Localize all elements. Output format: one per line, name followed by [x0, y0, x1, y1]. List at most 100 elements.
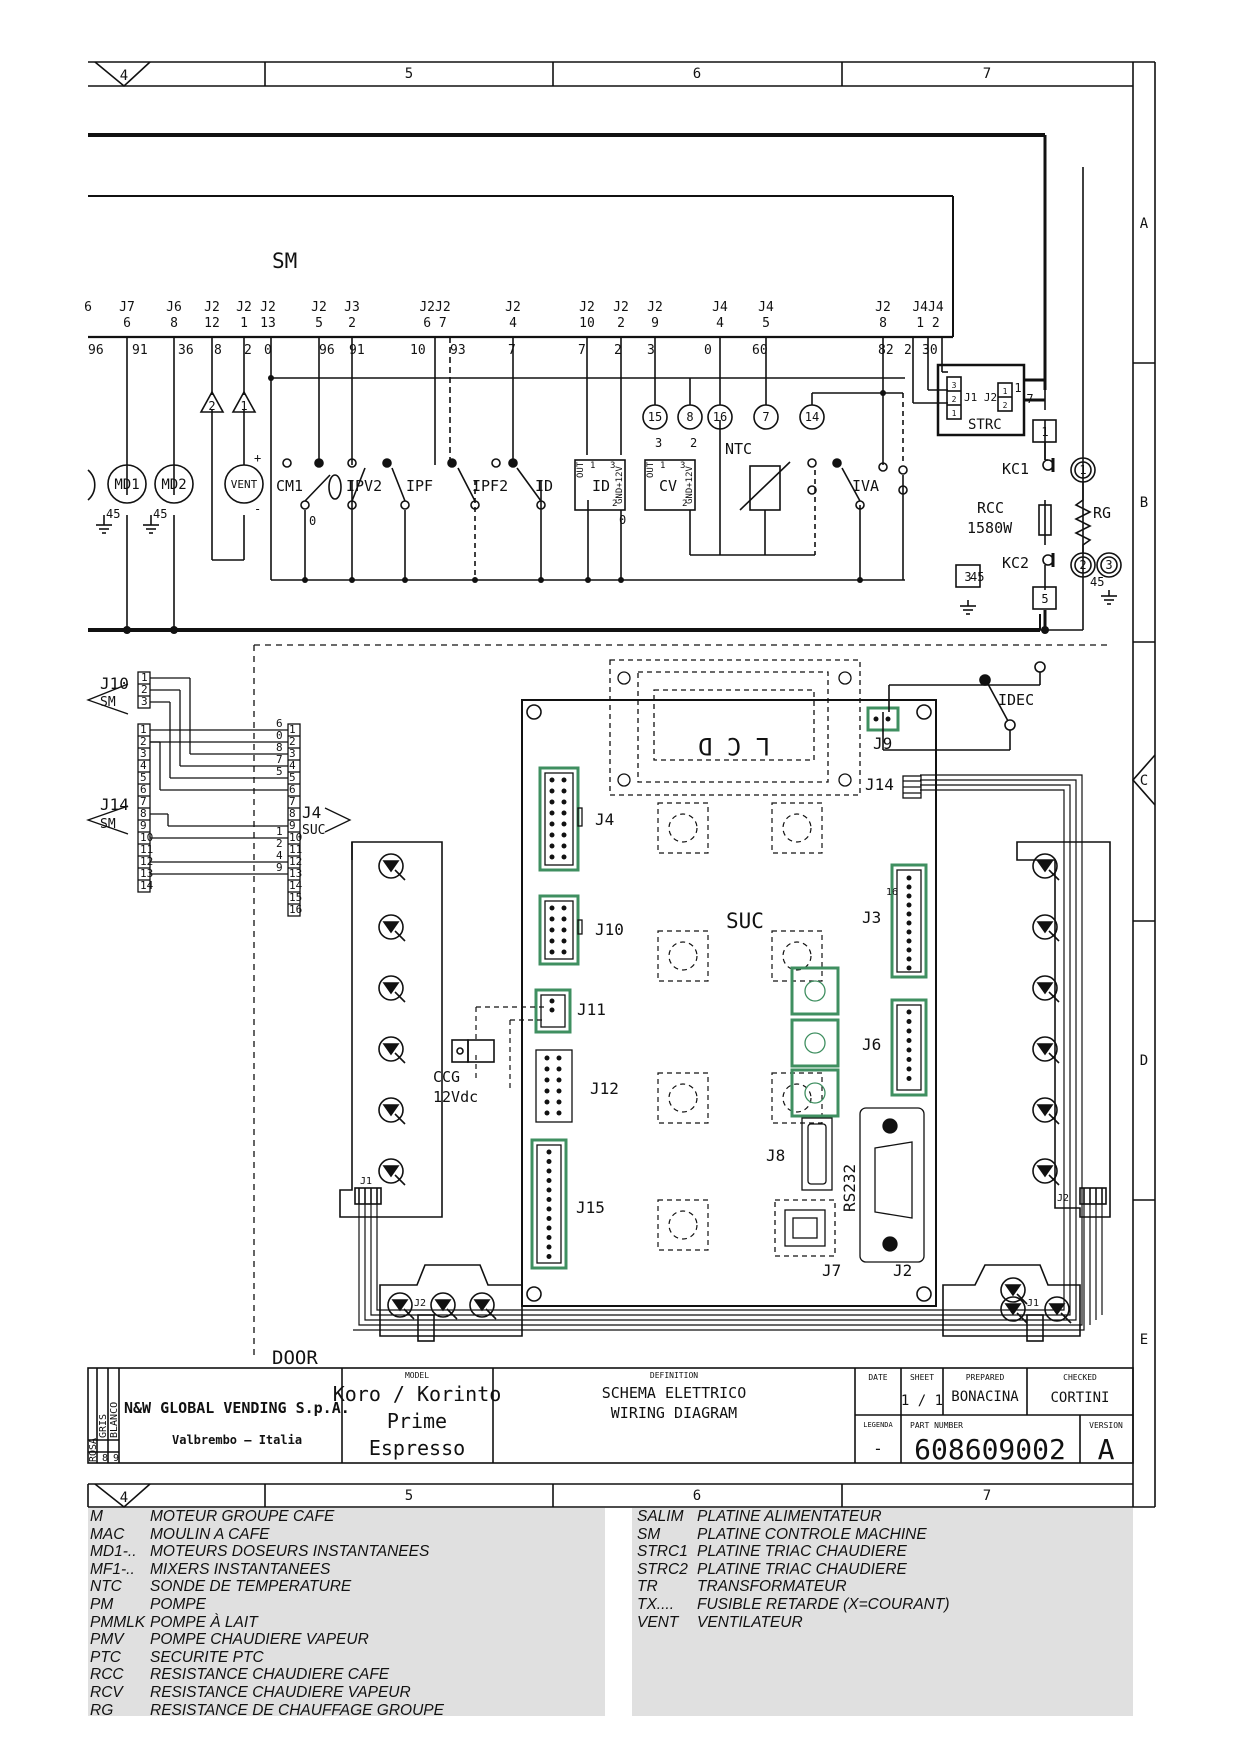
connector-pin: [906, 965, 912, 971]
legend-code: TX....: [637, 1596, 675, 1613]
harness-left-pin: 11: [140, 843, 153, 856]
legend-code: MD1-..: [90, 1543, 137, 1561]
harness-pin-labels: 1231234567891011121314123456789101112131…: [140, 671, 303, 916]
legend-text: PLATINE TRIAC CHAUDIERE: [697, 1543, 907, 1561]
idec-label: IDEC: [998, 691, 1034, 709]
triac-icon: [378, 853, 404, 879]
sm-pin-conn: J2J2: [419, 300, 450, 315]
connector-pin: [556, 1099, 562, 1105]
harness-right-pin: 11: [289, 843, 302, 856]
row-d: D: [1140, 1053, 1148, 1069]
connector-pin: [906, 884, 912, 890]
suc-j2-label: J2: [893, 1261, 912, 1280]
connector-pin: [546, 1206, 552, 1212]
strc-connector-label: J1 J2: [964, 391, 997, 404]
triac-lead: [1048, 1174, 1060, 1186]
triac-lead: [394, 1052, 406, 1064]
box-marker-5: 5: [1041, 592, 1048, 606]
sm-board-label: SM: [272, 249, 297, 273]
connector-pin: [906, 1019, 912, 1024]
triac-icon: [387, 1292, 413, 1318]
suc-j3-label: J3: [862, 908, 881, 927]
keypad-button-icon: [668, 813, 698, 843]
sm-pin-number: 13: [260, 316, 276, 331]
connector-pin: [549, 843, 555, 849]
model-line-1: Koro / Korinto: [333, 1382, 502, 1406]
sm-pin-conn: J2: [875, 300, 891, 315]
connector-pin: [556, 1055, 562, 1061]
legend-code: RCC: [90, 1666, 124, 1684]
wire-number: 10: [410, 343, 426, 358]
connector-pin: [906, 1057, 912, 1062]
triac-arrow-icon: [1036, 860, 1054, 873]
strc-wire-1: 1: [1014, 381, 1021, 395]
legend-text: VENTILATEUR: [697, 1613, 803, 1631]
column-4-top: 4: [120, 68, 128, 84]
sm-pin-conn: J3: [344, 300, 360, 315]
harness-right-pin: 16: [289, 903, 302, 916]
harness-wire-number: 2: [276, 837, 283, 850]
connector-pin: [561, 810, 567, 816]
wire-number: 36: [178, 343, 194, 358]
sm-pin-number: 2: [617, 316, 625, 331]
triac-icon: [1032, 975, 1058, 1001]
triac-lead: [446, 1308, 458, 1320]
version-caption: VERSION: [1089, 1421, 1123, 1430]
legend-code: PMMLK: [90, 1613, 146, 1631]
lcd-module: [609, 659, 861, 796]
switch-ipv2: [347, 458, 366, 510]
sm-pin-number: 8: [170, 316, 178, 331]
color-code-2-name: GRIS: [98, 1414, 109, 1438]
switch-id: [491, 458, 546, 510]
connector-pin: [561, 916, 567, 922]
sm-pin-number: 6 7: [423, 316, 446, 331]
switch-ntc-contact: [807, 458, 817, 495]
legend-text: MOULIN A CAFE: [150, 1525, 270, 1543]
suc-j15-label: J15: [576, 1198, 605, 1217]
harness-right-pin: 5: [289, 771, 296, 784]
triac-icon: [1044, 1296, 1070, 1322]
harness-wire-number: 9: [276, 861, 283, 874]
harness-left-pin: 6: [140, 783, 147, 796]
connector-pin: [546, 1244, 552, 1250]
connector-pin: [546, 1225, 552, 1231]
connector-pin: [546, 1178, 552, 1183]
wire-number: 82: [878, 343, 894, 358]
legend-text: PLATINE TRIAC CHAUDIERE: [697, 1560, 907, 1578]
triac-arrow-icon: [1036, 1043, 1054, 1056]
harness-j10-pin: 2: [141, 683, 148, 696]
triac-lead: [1048, 869, 1060, 881]
suc-j3-pin16: 16: [886, 887, 898, 898]
connector-pin: [546, 1235, 552, 1240]
row-e: E: [1140, 1332, 1148, 1348]
triangle-2: 2: [208, 399, 215, 413]
connector-pin: [561, 799, 567, 805]
sm-pin-number: 4: [716, 316, 724, 331]
ntc-label: NTC: [725, 440, 752, 458]
sm-pin-conn: 6: [84, 300, 92, 315]
sm-pin-number: 1 2: [916, 316, 939, 331]
ground-45-b: 45: [153, 507, 167, 521]
connector-pin: [549, 777, 555, 783]
sm-pin-number: 6: [123, 316, 131, 331]
legend-text: RESISTANCE CHAUDIERE CAFE: [150, 1666, 390, 1684]
sm-wires: [126, 337, 1047, 630]
connector-pin: [561, 832, 567, 838]
j10-harness-label: J10: [100, 674, 129, 693]
switch-ipf: [382, 458, 410, 510]
vent-plus: +: [254, 451, 261, 465]
sm-pin-conn: J4: [758, 300, 774, 315]
connector-pin: [549, 788, 555, 794]
wire-number: 0: [264, 343, 272, 358]
triac-icon: [1032, 853, 1058, 879]
suc-connector-pins: [544, 716, 912, 1259]
connector-pin: [549, 810, 555, 816]
connector-pin: [561, 905, 567, 911]
sm-pin-number: 12: [204, 316, 220, 331]
